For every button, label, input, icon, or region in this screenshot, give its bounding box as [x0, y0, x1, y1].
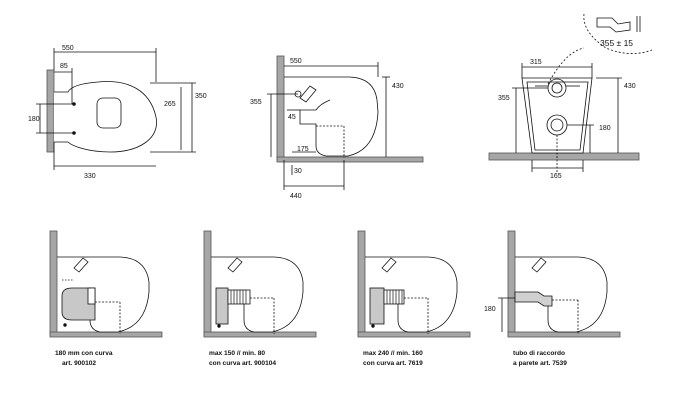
- dim-label: 315: [530, 59, 542, 66]
- wall-section: [46, 69, 55, 153]
- caption-line: con curva art. 900104: [209, 360, 276, 367]
- caption-line: a parete art. 7539: [513, 360, 567, 367]
- dim-label: 30: [294, 168, 302, 175]
- caption-line: con curva art. 7619: [363, 360, 423, 367]
- dim-label: 550: [62, 45, 74, 52]
- dim-label: 265: [164, 101, 176, 108]
- front-view: [488, 63, 640, 172]
- bowl-outline-plan: [54, 81, 157, 153]
- callout-label: 355 ± 15: [600, 38, 633, 48]
- dim-label: 180: [28, 116, 40, 123]
- dim-label: 175: [297, 146, 309, 153]
- floor-section: [488, 152, 640, 161]
- dim-label: 350: [195, 93, 207, 100]
- dim-label: 550: [290, 58, 302, 65]
- bowl-opening: [96, 97, 122, 129]
- callout-detail: [547, 13, 653, 85]
- caption-line: 180 mm con curva: [55, 350, 113, 357]
- floor-section: [276, 156, 424, 163]
- dim-label: 165: [550, 173, 562, 180]
- dim-label: 45: [288, 114, 296, 121]
- dim-label: 355: [250, 99, 262, 106]
- side-view: [267, 55, 424, 190]
- bowl-outline-side: [284, 76, 379, 157]
- dim-label: 85: [60, 63, 68, 70]
- variant-4-drawing: [498, 230, 621, 338]
- dim-label: 355: [498, 95, 510, 102]
- dim-label: 430: [624, 83, 636, 90]
- caption-line: max 150 // min. 80: [209, 350, 265, 357]
- dim-label: 440: [290, 193, 302, 200]
- variant-3-drawing: [357, 230, 471, 338]
- caption-line: max 240 // min. 160: [363, 350, 423, 357]
- dim-label: 430: [392, 83, 404, 90]
- dim-label: 180: [599, 125, 611, 132]
- dim-label: 330: [84, 173, 96, 180]
- plan-view: [36, 48, 196, 170]
- bowl-outline-front: [521, 77, 593, 154]
- caption-line: art. 900102: [62, 360, 96, 367]
- variant-2-drawing: [203, 230, 317, 338]
- variant-1-drawing: [49, 230, 163, 338]
- dim-label: 180: [484, 306, 496, 313]
- caption-line: tubo di raccordo: [513, 350, 565, 357]
- pipe-detail-icon: [596, 17, 631, 33]
- wall-section: [276, 55, 285, 161]
